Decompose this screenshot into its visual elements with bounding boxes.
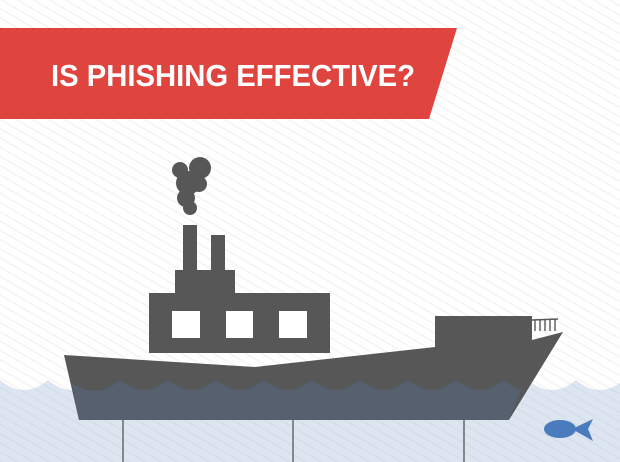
railing-icon bbox=[531, 318, 559, 331]
window bbox=[226, 311, 253, 338]
window bbox=[172, 311, 200, 338]
window bbox=[279, 311, 307, 338]
banner-title: IS PHISHING EFFECTIVE? bbox=[51, 58, 415, 93]
chimney-left bbox=[183, 225, 197, 275]
fishing-lines bbox=[122, 418, 465, 462]
banner-shape bbox=[0, 28, 457, 119]
chimney-right bbox=[211, 235, 225, 275]
smoke-icon bbox=[172, 157, 211, 215]
title-banner: IS PHISHING EFFECTIVE? bbox=[0, 28, 457, 119]
ship-underwater bbox=[72, 380, 522, 420]
cabin-windows bbox=[172, 311, 307, 338]
fish-icon bbox=[544, 419, 593, 441]
